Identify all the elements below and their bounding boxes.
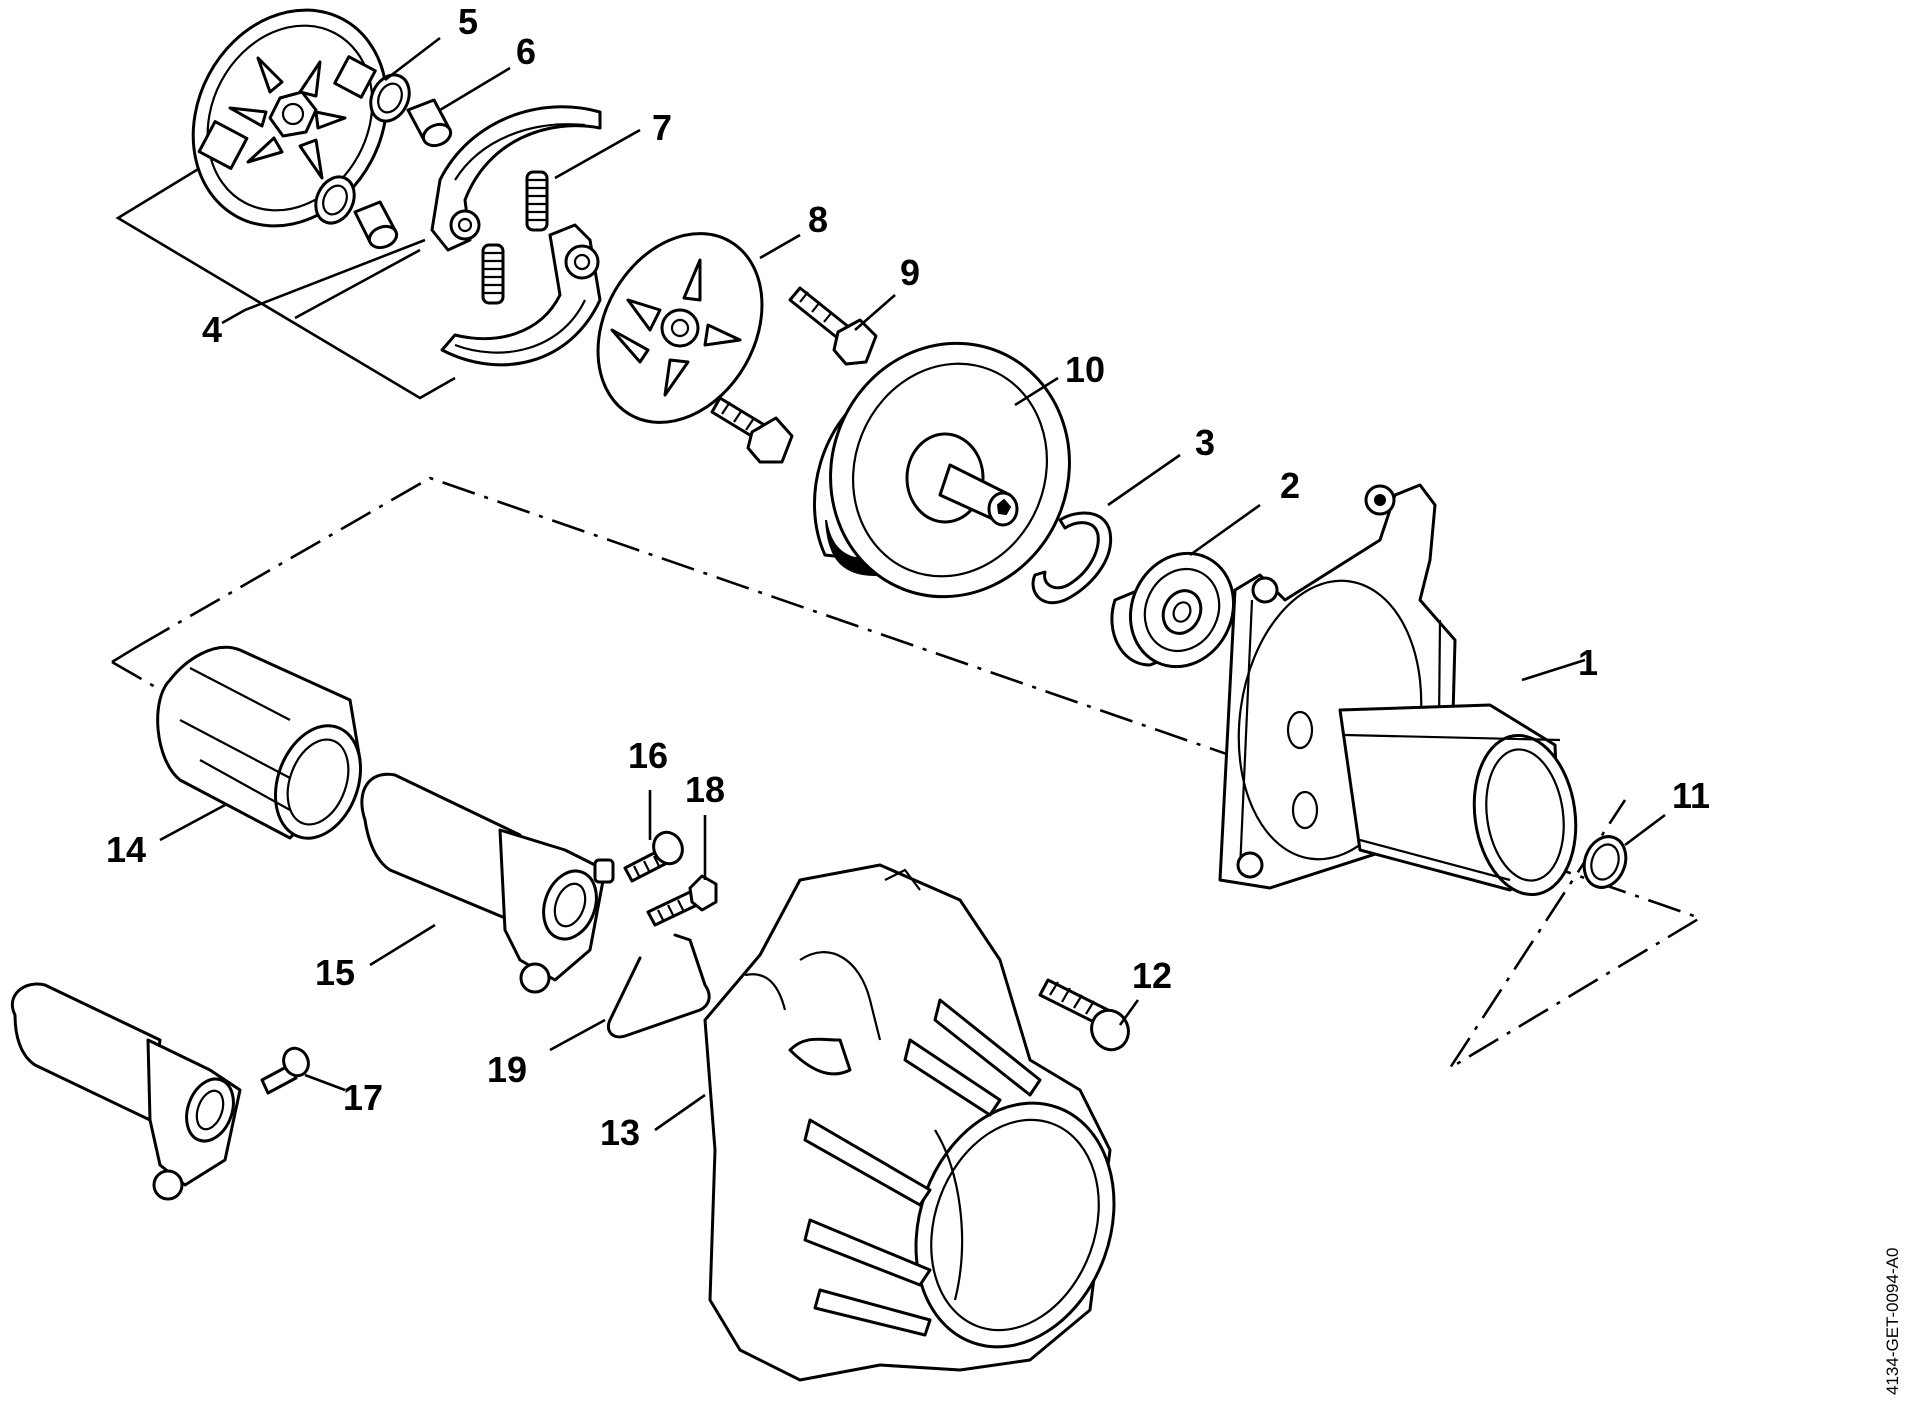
sleeve-part-6: [353, 98, 453, 250]
screw-part-18: [646, 874, 718, 927]
leader-line-9: [854, 294, 896, 331]
callout-6: 6: [516, 31, 536, 72]
tube-clamp-lower: [10, 982, 242, 1201]
leader-line-7: [554, 128, 641, 180]
circlip-part-3: [1031, 511, 1113, 605]
leader-line-8: [759, 233, 801, 260]
washer-part-5: [314, 73, 411, 225]
callout-18: 18: [685, 769, 725, 810]
callout-1: 1: [1578, 642, 1598, 683]
circlip-part-11: [1582, 835, 1628, 889]
callout-3: 3: [1195, 422, 1215, 463]
leader-line-17: [304, 1073, 346, 1092]
callout-16: 16: [628, 735, 668, 776]
callout-2: 2: [1280, 465, 1300, 506]
cover-part-13: [703, 863, 1116, 1382]
bracket-line-part-4: [115, 166, 456, 400]
clutch-plate-part-8: [596, 232, 764, 424]
callout-15: 15: [315, 952, 355, 993]
callout-8: 8: [808, 199, 828, 240]
assembly-boundary-line: [139, 476, 1704, 1070]
callout-11: 11: [1672, 775, 1710, 816]
clutch-shoe-upper: [430, 105, 602, 252]
leader-line-10: [1014, 376, 1059, 407]
callout-14: 14: [106, 829, 146, 870]
screw-part-17: [260, 1046, 310, 1095]
callout-7: 7: [652, 107, 672, 148]
bracket-line-part-4: [244, 238, 426, 312]
clutch-shoe-lower: [440, 223, 602, 367]
screw-part-16: [623, 830, 684, 883]
leader-line-15: [369, 923, 436, 967]
callout-4: 4: [202, 309, 222, 350]
wire-clip-part-19: [606, 933, 711, 1039]
clutch-spring-part-7: [481, 170, 549, 305]
bracket-line-part-4: [294, 248, 421, 320]
leader-line-1: [1521, 658, 1586, 682]
leader-line-4: [221, 308, 246, 325]
callout-13: 13: [600, 1112, 640, 1153]
leader-line-5: [384, 36, 441, 82]
leader-line-12: [1118, 999, 1140, 1026]
callout-9: 9: [900, 252, 920, 293]
tube-clamp-part-15: [360, 772, 615, 994]
leader-line-19: [549, 1018, 606, 1052]
callout-12: 12: [1132, 955, 1172, 996]
collar-part-14: [156, 645, 363, 840]
leader-line-6: [439, 66, 511, 112]
document-id: 4134-GET-0094-A0: [1883, 1248, 1902, 1395]
clutch-housing-part-1: [1218, 483, 1578, 897]
leader-line-2: [1189, 503, 1261, 557]
leader-line-3: [1107, 453, 1181, 507]
leader-line-11: [1624, 813, 1666, 847]
leader-line-13: [654, 1093, 706, 1132]
leader-line-14: [159, 803, 226, 842]
ball-bearing-part-2: [1110, 551, 1236, 669]
callout-10: 10: [1065, 349, 1105, 390]
screw-part-9: [710, 286, 878, 464]
clutch-carrier-plate: [191, 8, 389, 228]
assembly-boundary-edge: [111, 643, 141, 664]
screw-part-12: [1038, 978, 1130, 1052]
clutch-drum-part-10: [813, 341, 1071, 599]
callout-19: 19: [487, 1049, 527, 1090]
callout-5: 5: [458, 1, 478, 42]
callout-17: 17: [343, 1077, 383, 1118]
